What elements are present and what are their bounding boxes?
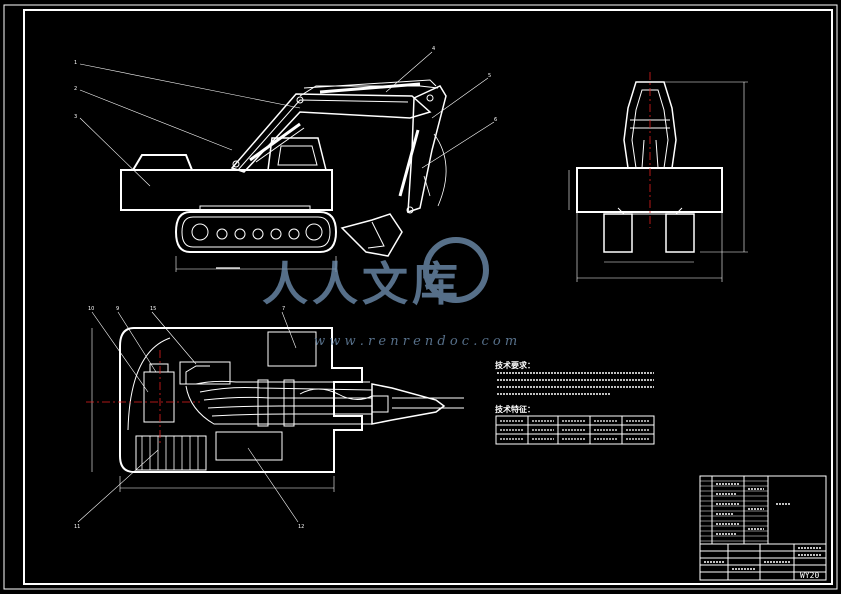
spec-table-cells bbox=[500, 420, 650, 440]
inner-frame bbox=[23, 9, 833, 585]
callout-15: 15 bbox=[150, 306, 156, 312]
plan-view bbox=[91, 327, 464, 492]
parts-list-rows bbox=[700, 480, 768, 542]
upper-body bbox=[120, 169, 333, 211]
front-boom bbox=[623, 81, 677, 169]
callout-10: 10 bbox=[88, 306, 94, 312]
callout-4: 4 bbox=[432, 46, 435, 52]
bucket bbox=[340, 213, 403, 257]
callout-3: 3 bbox=[74, 114, 77, 120]
plan-center-lines bbox=[86, 350, 200, 446]
track-rollers bbox=[191, 223, 323, 241]
front-view bbox=[568, 81, 748, 282]
watermark-url: w w w . r e n r e n d o c . c o m bbox=[314, 334, 517, 349]
boom bbox=[230, 93, 432, 173]
outer-frame bbox=[3, 4, 838, 590]
front-body bbox=[576, 167, 723, 213]
plan-body bbox=[119, 327, 363, 473]
callout-2: 2 bbox=[74, 86, 77, 92]
callout-11: 11 bbox=[74, 524, 80, 530]
radiator bbox=[135, 435, 207, 471]
plan-view-leaders bbox=[77, 311, 299, 523]
side-view bbox=[120, 79, 447, 272]
hydraulic-pipes bbox=[195, 380, 370, 385]
title-block bbox=[699, 475, 827, 581]
tech-notes-lines bbox=[497, 372, 654, 395]
callout-7: 7 bbox=[282, 306, 285, 312]
spec-table bbox=[495, 415, 655, 445]
watermark: 人人文库 w w w . r e n r e n d o c . c o m bbox=[262, 237, 517, 349]
tech-notes-title: 技术要求： bbox=[495, 360, 535, 370]
stick bbox=[407, 85, 447, 214]
side-view-leaders bbox=[79, 51, 495, 187]
callout-5: 5 bbox=[488, 73, 491, 79]
cab bbox=[267, 137, 327, 171]
callout-6: 6 bbox=[494, 117, 497, 123]
watermark-logo-ring bbox=[423, 237, 489, 303]
callout-1: 1 bbox=[74, 60, 77, 66]
drawing-number: WY20 bbox=[800, 571, 819, 580]
crawler-track bbox=[174, 211, 338, 253]
parts-list-entries bbox=[704, 483, 822, 570]
watermark-logo-text: 人人文库 bbox=[262, 257, 462, 311]
callout-9: 9 bbox=[116, 306, 119, 312]
callout-12: 12 bbox=[298, 524, 304, 530]
spec-table-title: 技术特征： bbox=[495, 404, 535, 414]
